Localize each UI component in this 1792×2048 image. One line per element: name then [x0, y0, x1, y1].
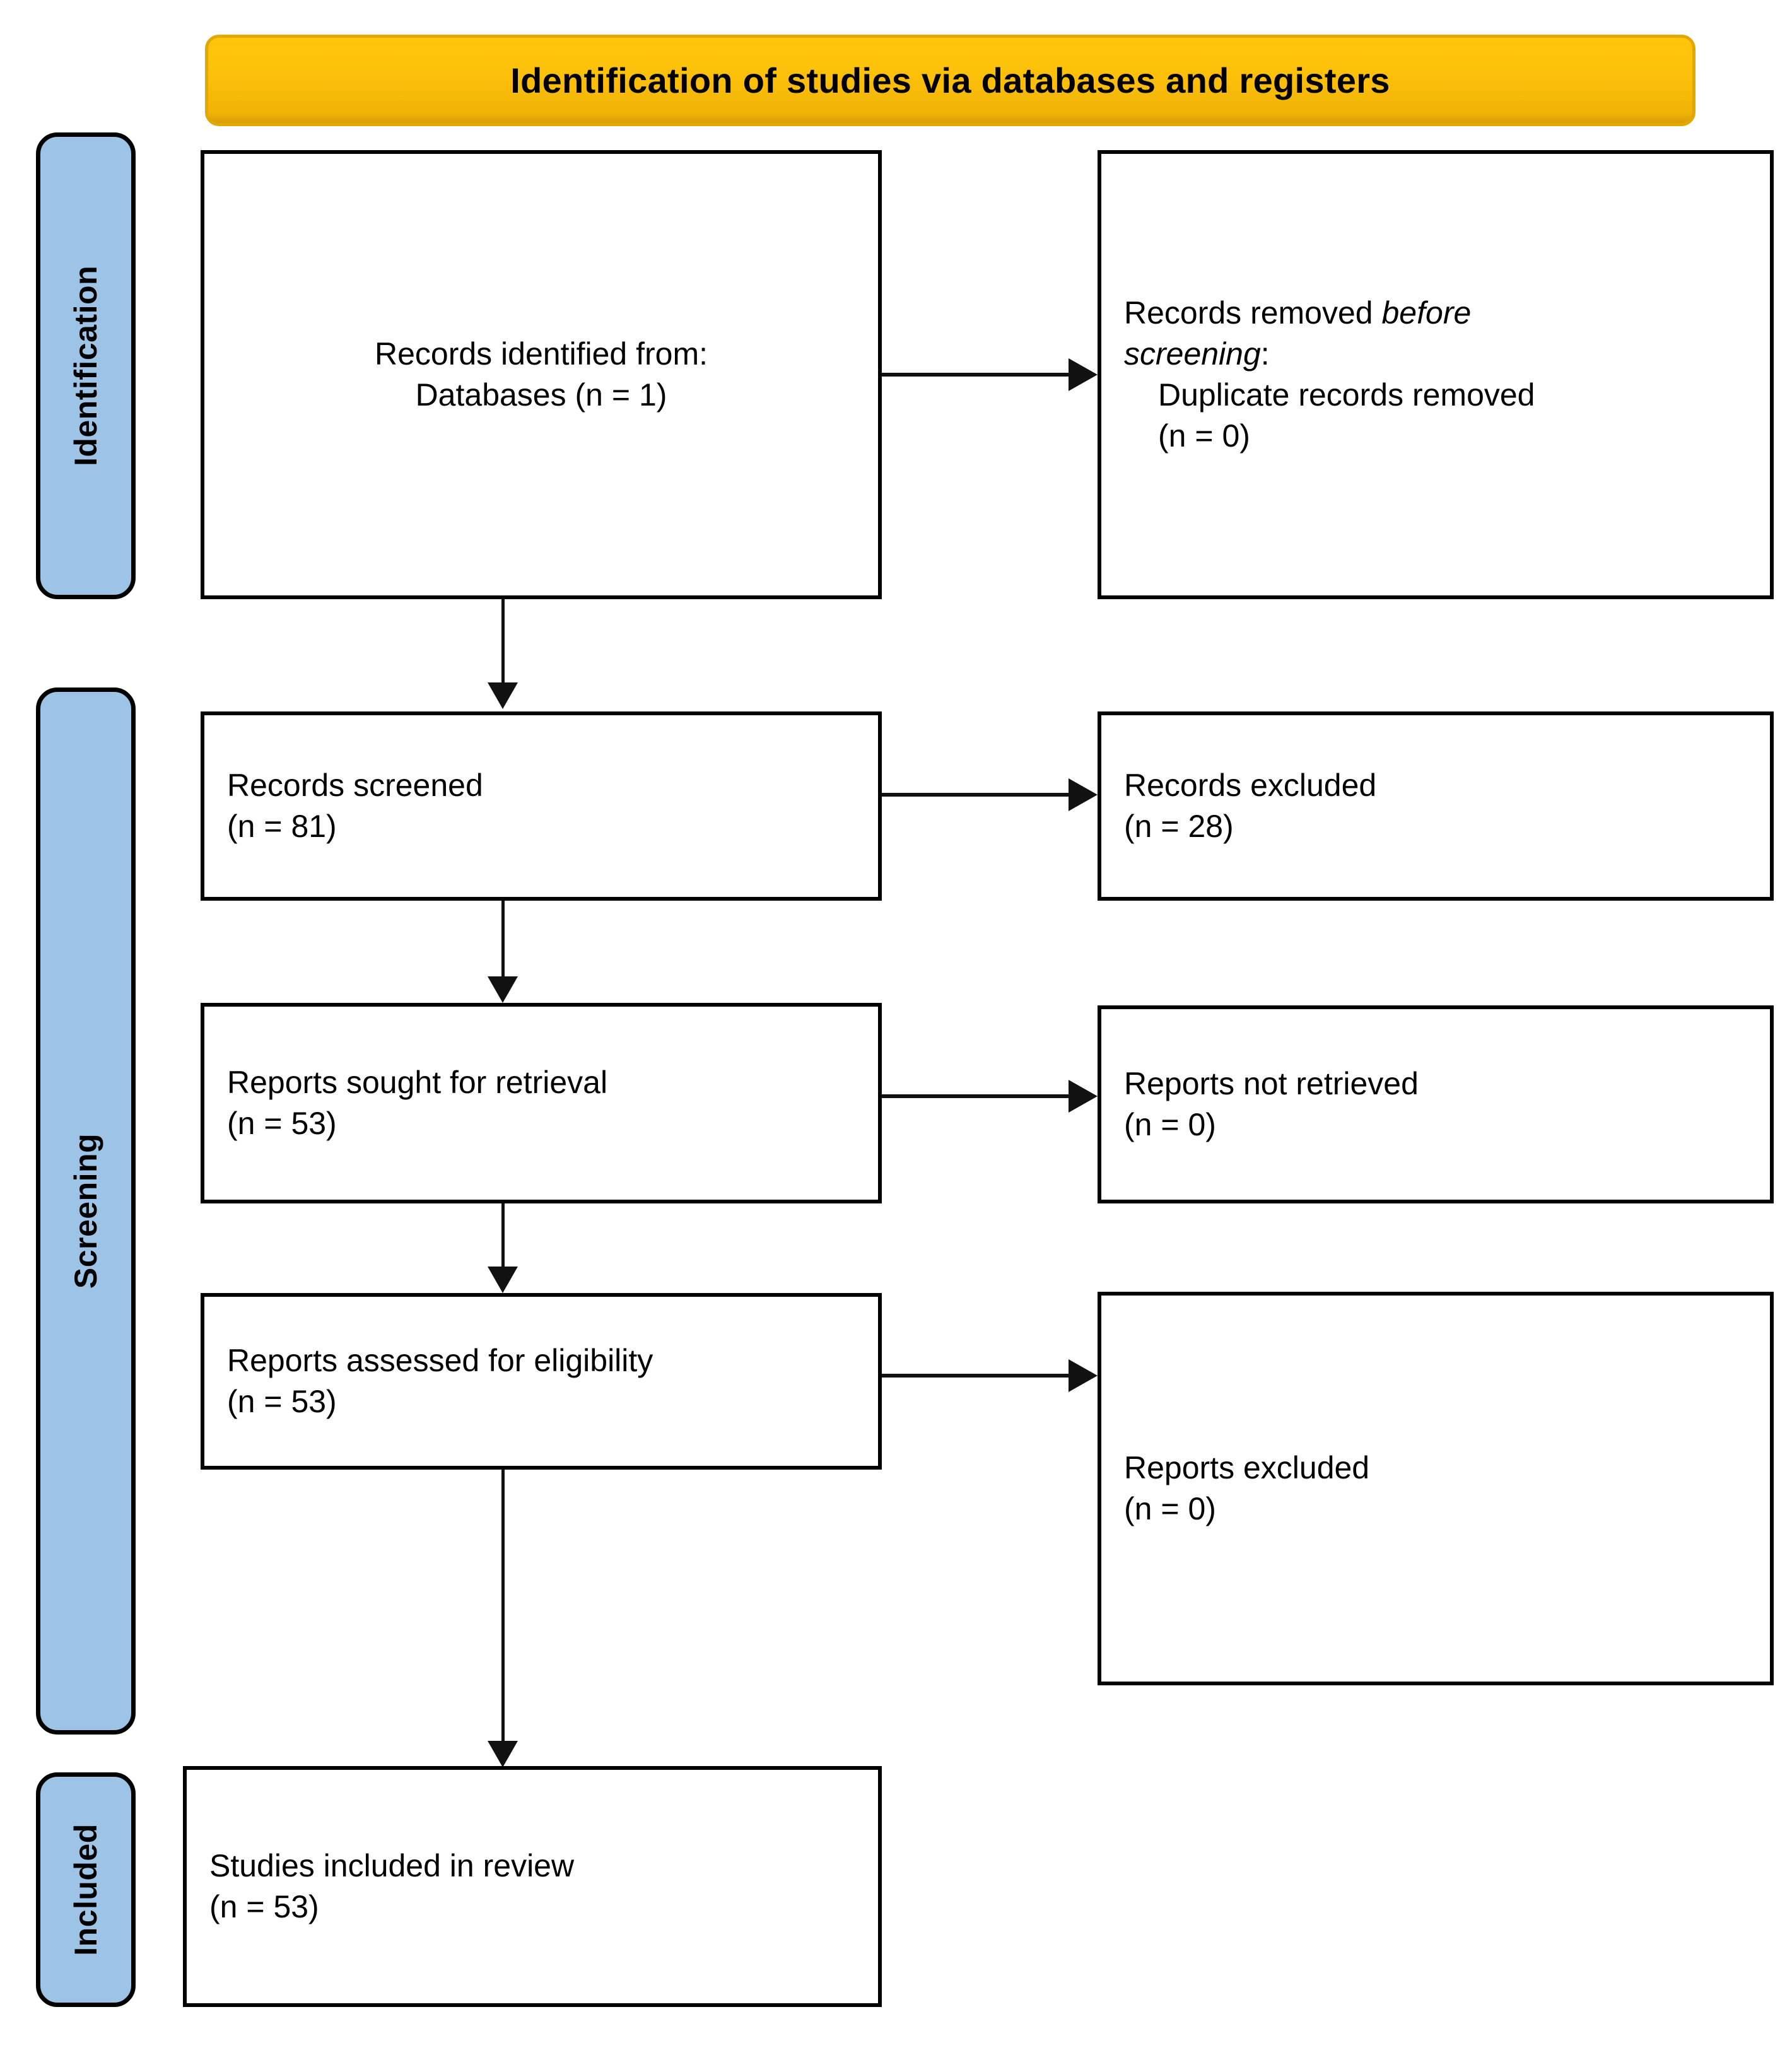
box-reports-excluded-line2: (n = 0)	[1124, 1491, 1216, 1526]
arrow-assessed-to-included-head	[488, 1741, 518, 1767]
arrow-assessed-to-reports-excluded-head	[1069, 1359, 1098, 1392]
box-records-removed-line2-italic: screening	[1124, 336, 1261, 372]
box-reports-excluded: Reports excluded (n = 0)	[1098, 1292, 1774, 1685]
box-reports-not-retrieved-line2: (n = 0)	[1124, 1107, 1216, 1142]
box-records-screened-line1: Records screened	[227, 768, 483, 803]
arrow-assessed-to-included-line	[501, 1470, 505, 1741]
box-records-screened-line2: (n = 81)	[227, 809, 337, 844]
box-reports-assessed-line1: Reports assessed for eligibility	[227, 1343, 653, 1378]
box-reports-sought-line2: (n = 53)	[227, 1106, 337, 1141]
arrow-identified-to-screened-head	[488, 682, 518, 709]
arrow-identified-to-screened-line	[501, 599, 505, 682]
arrow-identified-to-removed-line	[882, 373, 1069, 377]
box-records-excluded-line1: Records excluded	[1124, 768, 1377, 803]
box-reports-excluded-line1: Reports excluded	[1124, 1450, 1370, 1485]
box-records-removed-line4: (n = 0)	[1158, 418, 1250, 453]
stage-label-screening: Screening	[68, 1133, 103, 1289]
stage-rail-identification: Identification	[36, 132, 136, 599]
box-records-removed-line1-italic: before	[1381, 295, 1472, 331]
box-records-removed-line1: Records removed before	[1124, 293, 1747, 334]
arrow-sought-to-assessed-line	[501, 1203, 505, 1267]
box-records-removed-line2-suffix: :	[1260, 336, 1270, 372]
box-records-excluded: Records excluded (n = 28)	[1098, 711, 1774, 901]
box-records-identified-line2: Databases (n = 1)	[415, 377, 667, 413]
arrow-screened-to-sought-head	[488, 976, 518, 1003]
stage-rail-included: Included	[36, 1772, 136, 2007]
stage-label-included: Included	[68, 1823, 104, 1956]
box-studies-included-line2: (n = 53)	[209, 1889, 319, 1924]
arrow-sought-to-not-retrieved-head	[1069, 1080, 1098, 1113]
arrow-screened-to-sought-line	[501, 901, 505, 976]
box-records-removed-before-screening: Records removed before screening: Duplic…	[1098, 150, 1774, 599]
box-studies-included-in-review: Studies included in review (n = 53)	[183, 1766, 882, 2007]
arrow-screened-to-records-excluded-line	[882, 793, 1069, 797]
diagram-header-banner: Identification of studies via databases …	[205, 35, 1695, 126]
box-reports-assessed-for-eligibility: Reports assessed for eligibility (n = 53…	[201, 1293, 882, 1470]
box-studies-included-line1: Studies included in review	[209, 1848, 575, 1883]
box-records-removed-line1-prefix: Records removed	[1124, 295, 1382, 331]
box-records-identified: Records identified from: Databases (n = …	[201, 150, 882, 599]
box-records-screened: Records screened (n = 81)	[201, 711, 882, 901]
arrow-assessed-to-reports-excluded-line	[882, 1374, 1069, 1378]
stage-rail-screening: Screening	[36, 688, 136, 1735]
arrow-identified-to-removed-head	[1069, 358, 1098, 391]
arrow-sought-to-assessed-head	[488, 1267, 518, 1293]
box-records-removed-line3: Duplicate records removed	[1158, 377, 1535, 413]
arrow-sought-to-not-retrieved-line	[882, 1094, 1069, 1098]
box-reports-sought-line1: Reports sought for retrieval	[227, 1065, 608, 1100]
box-records-removed-line2: screening:	[1124, 334, 1747, 375]
box-reports-not-retrieved: Reports not retrieved (n = 0)	[1098, 1005, 1774, 1203]
box-records-identified-line1: Records identified from:	[374, 336, 708, 372]
stage-label-identification: Identification	[68, 265, 104, 467]
box-records-excluded-line2: (n = 28)	[1124, 809, 1234, 844]
box-reports-assessed-line2: (n = 53)	[227, 1384, 337, 1419]
box-reports-sought-for-retrieval: Reports sought for retrieval (n = 53)	[201, 1003, 882, 1203]
banner-title: Identification of studies via databases …	[510, 61, 1390, 100]
arrow-screened-to-records-excluded-head	[1069, 778, 1098, 811]
box-reports-not-retrieved-line1: Reports not retrieved	[1124, 1066, 1419, 1101]
